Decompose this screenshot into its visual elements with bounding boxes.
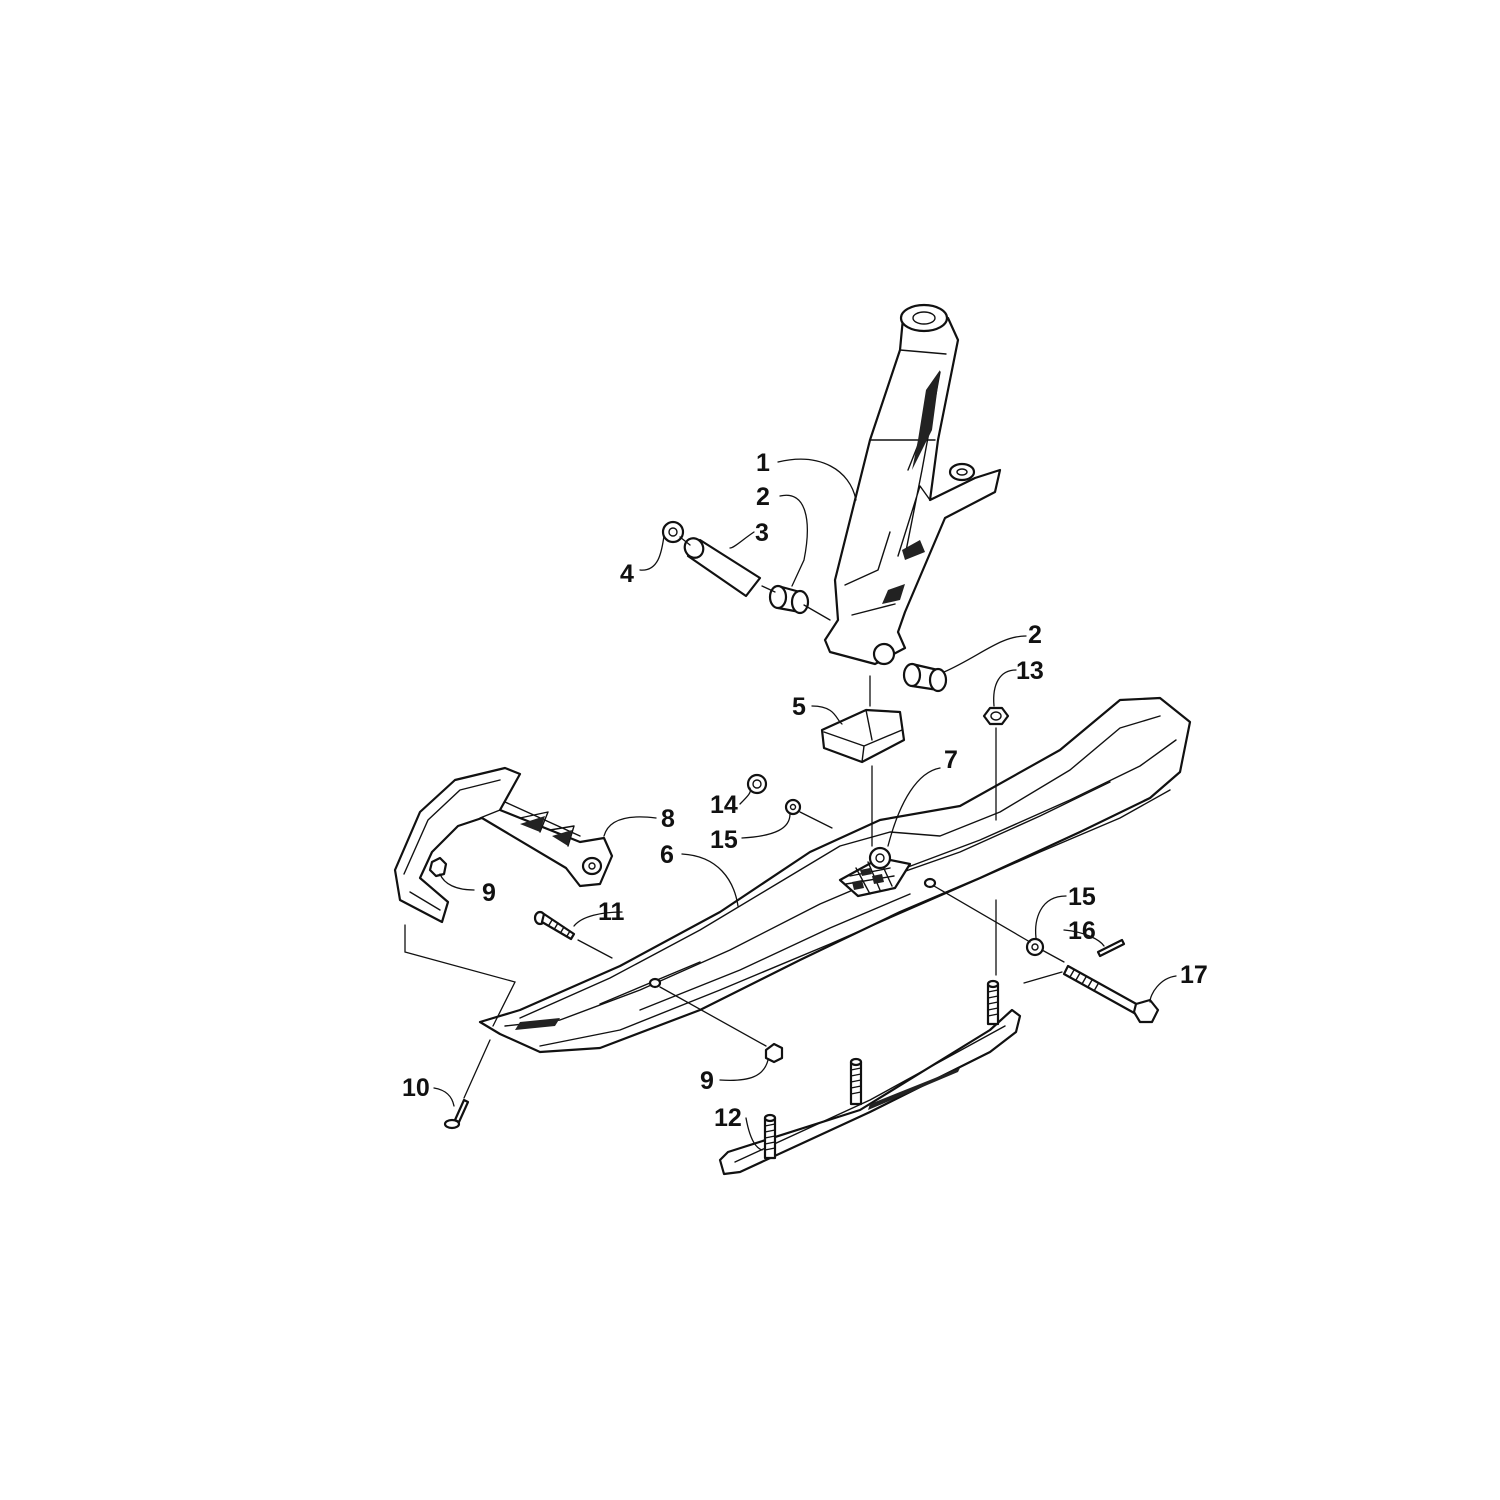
sleeve-part-3 [683, 537, 762, 598]
wear-bar-part-12 [718, 979, 1022, 1176]
callout-8: 8 [661, 805, 675, 833]
bushing-part-14 [746, 773, 768, 795]
callout-4: 4 [620, 560, 634, 588]
callout-12: 12 [714, 1104, 742, 1132]
wear-bar-stud-rear [986, 979, 1000, 1026]
cap-part-4 [661, 520, 685, 544]
callout-16: 16 [1068, 917, 1096, 945]
callout-17: 17 [1180, 961, 1208, 989]
spindle-part [823, 303, 1002, 666]
callout-15-right: 15 [1068, 883, 1096, 911]
bolt-part-17 [1062, 964, 1160, 1024]
callout-9-upper: 9 [482, 879, 496, 907]
ski-handle-part-8 [393, 766, 614, 924]
pin-part-16 [1096, 938, 1126, 958]
bushing-part-2-upper [768, 584, 810, 615]
callout-leaders [433, 458, 1177, 1151]
callout-11: 11 [598, 898, 625, 926]
callout-labels: 1 2 3 4 2 13 5 7 14 8 15 6 9 11 15 16 17… [402, 449, 1208, 1132]
callout-10: 10 [402, 1074, 430, 1102]
callout-9-lower: 9 [700, 1067, 714, 1095]
bushing-part-7 [868, 846, 892, 870]
callout-3: 3 [755, 519, 769, 547]
washer-part-15-left [784, 798, 802, 816]
nut-part-9-upper [428, 856, 448, 878]
washer-part-15-right [1025, 937, 1045, 957]
nut-part-13 [982, 706, 1010, 726]
callout-1: 1 [756, 449, 770, 477]
callout-7: 7 [944, 746, 958, 774]
bolt-part-11 [533, 910, 576, 941]
callout-15-left: 15 [710, 826, 738, 854]
nut-part-9-lower [764, 1042, 784, 1064]
callout-14: 14 [710, 791, 738, 819]
callout-2-lower: 2 [1028, 621, 1042, 649]
assembly-lines [404, 536, 1065, 1099]
callout-2-upper: 2 [756, 483, 770, 511]
damper-block-part-5 [820, 708, 906, 764]
ski-part-6 [478, 696, 1192, 1054]
wear-bar-stud-front [763, 1113, 777, 1160]
screw-part-10 [443, 1098, 470, 1130]
wear-bar-stud-middle [849, 1057, 863, 1106]
callout-13: 13 [1016, 657, 1044, 685]
callout-6: 6 [660, 841, 674, 869]
bushing-part-2-lower [902, 662, 948, 693]
callout-5: 5 [792, 693, 806, 721]
